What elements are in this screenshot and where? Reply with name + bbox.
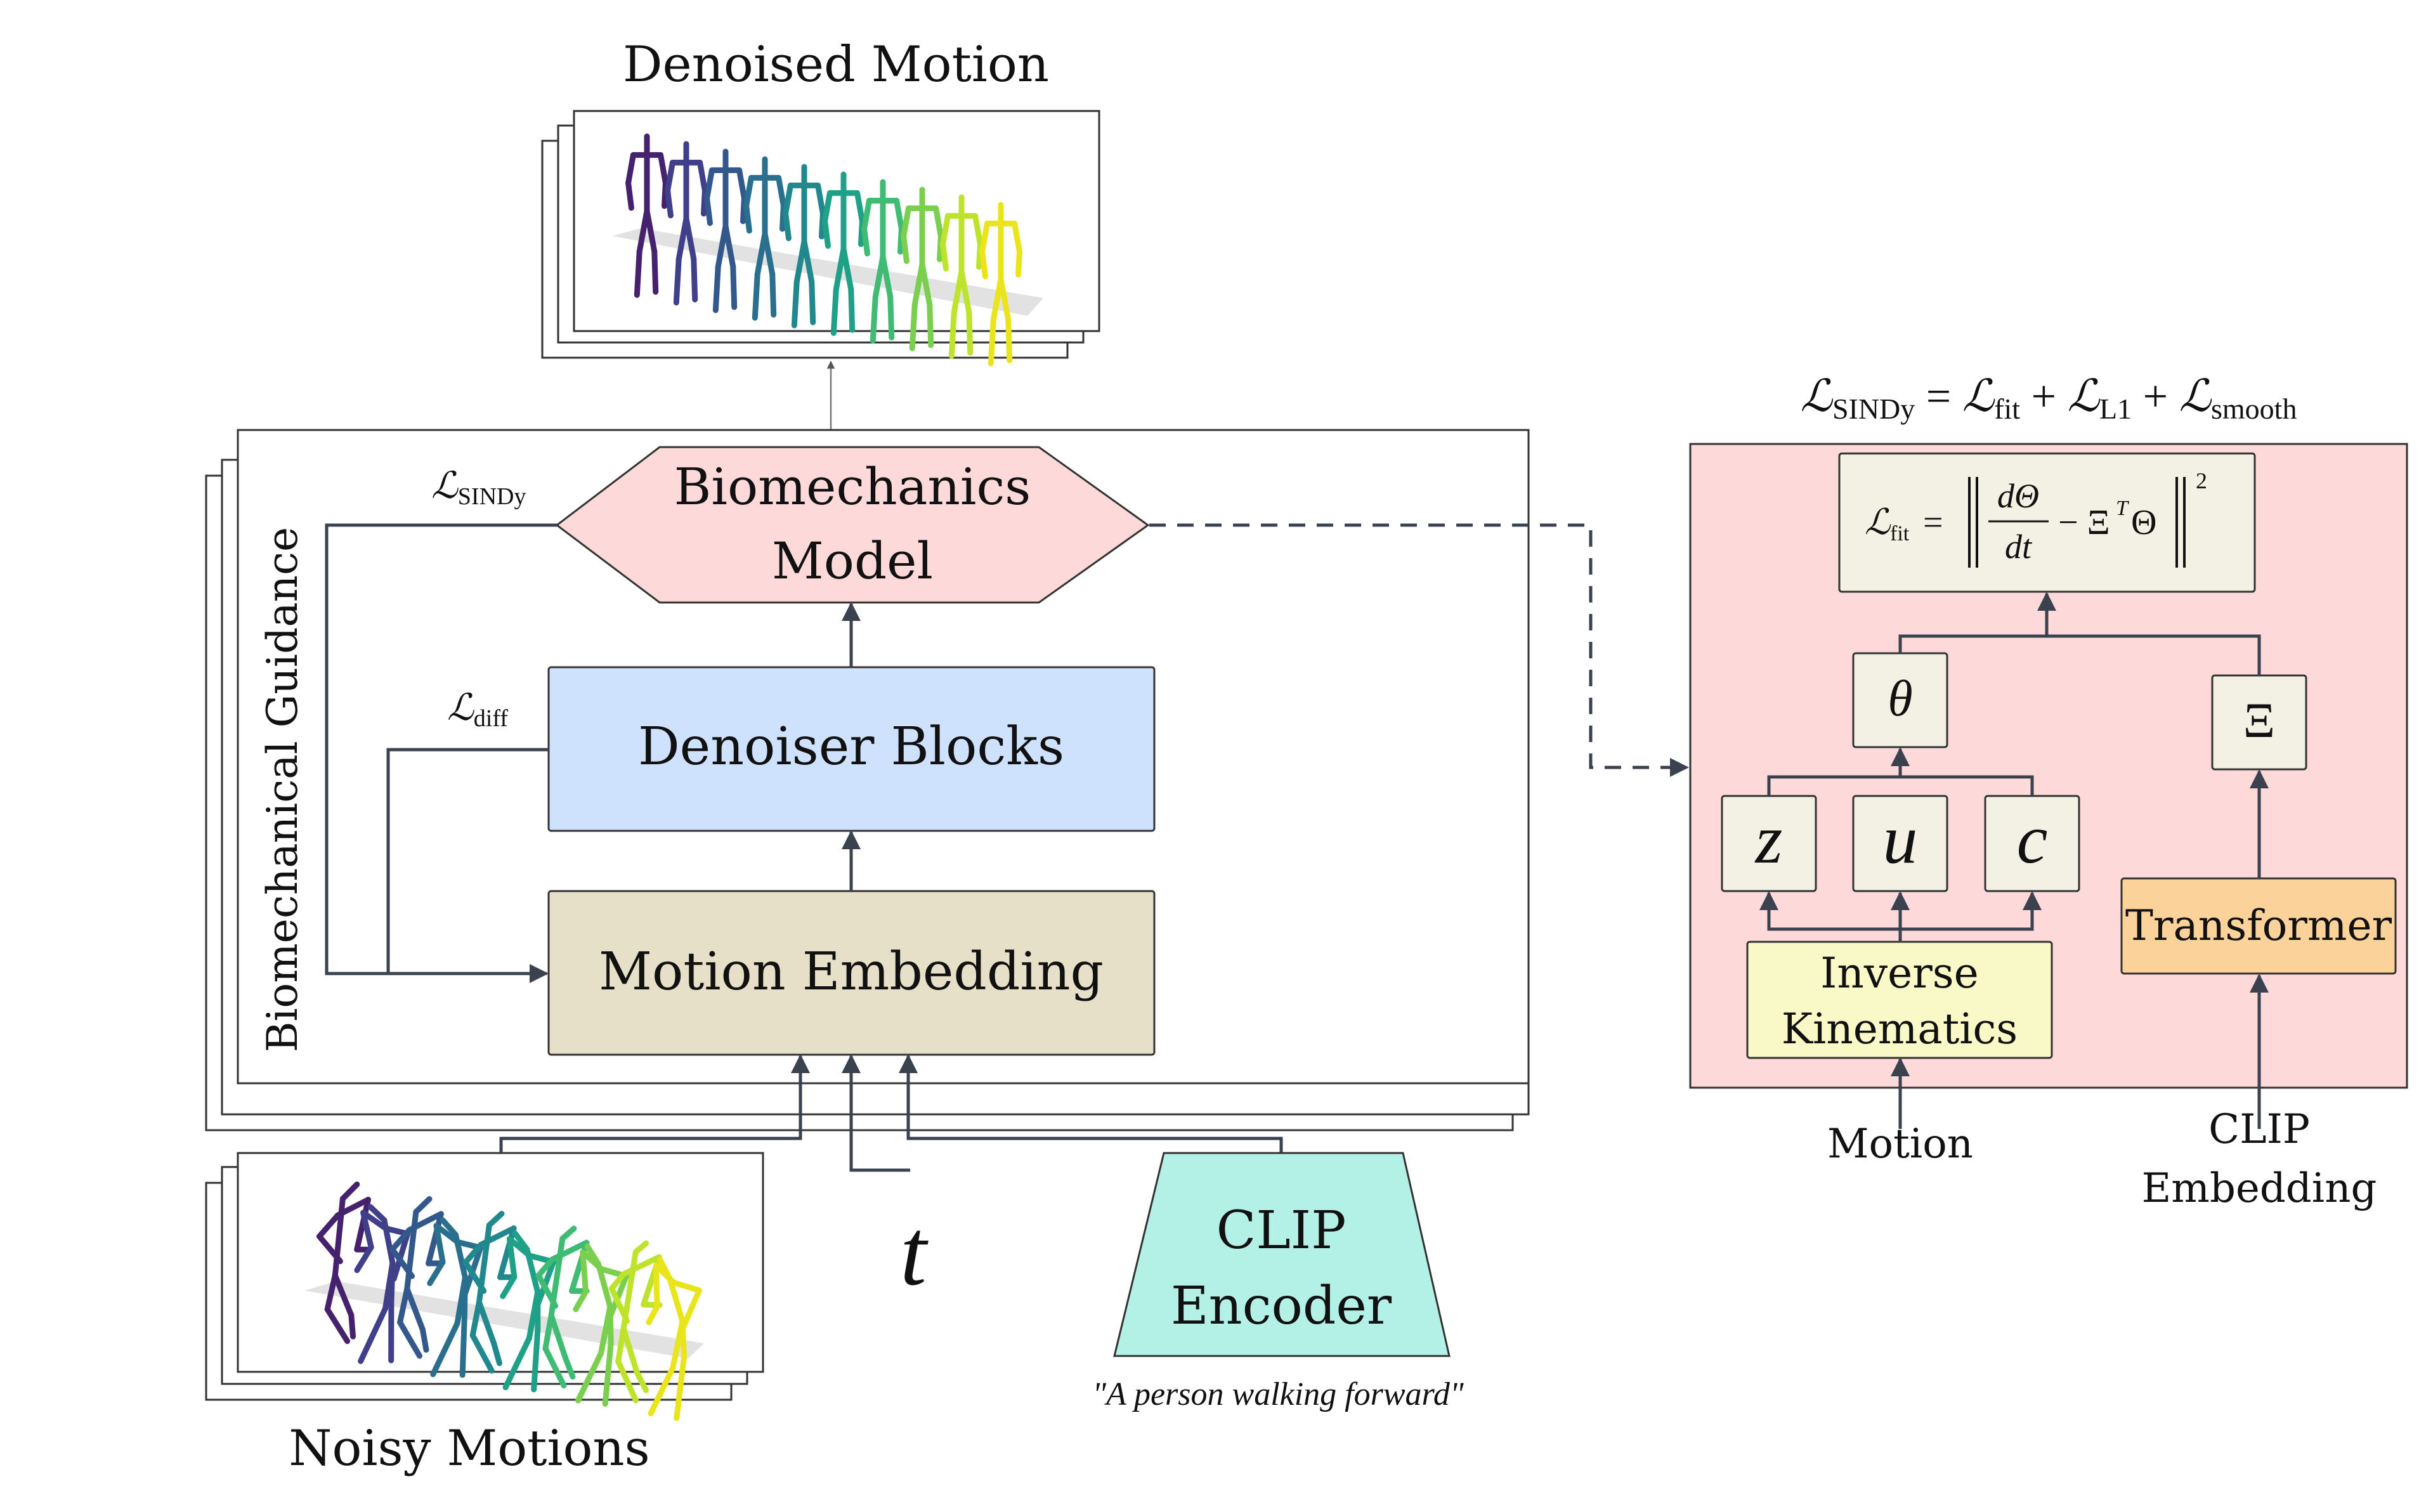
xi-symbol: Ξ — [2243, 693, 2275, 748]
clip-embedding-input-line1: CLIP — [2208, 1106, 2310, 1153]
stick-figure — [316, 1181, 372, 1345]
inverse-kinematics-line2: Kinematics — [1782, 1005, 2018, 1053]
c-symbol: c — [2017, 800, 2048, 878]
theta-symbol: θ — [1888, 671, 1912, 727]
timestep-symbol: t — [900, 1200, 929, 1305]
transformer-label: Transformer — [2125, 901, 2392, 950]
clip-encoder-node — [1113, 1152, 1451, 1357]
biomechanical-guidance-label: Biomechanical Guidance — [258, 527, 307, 1052]
svg-text:fit: fit — [1890, 522, 1910, 545]
diff-loss-feedback — [386, 748, 549, 974]
denoised-stick-figures — [625, 133, 1022, 367]
text-prompt: "A person walking forward" — [1092, 1376, 1464, 1412]
clip-encoder-line2: Encoder — [1171, 1276, 1392, 1336]
stick-figure — [901, 186, 944, 351]
sindy-loss-feedback — [325, 523, 557, 983]
stick-figure — [500, 1230, 557, 1393]
stick-figure — [704, 148, 747, 313]
svg-text:T: T — [2116, 497, 2129, 520]
sindy-loss-equation: ℒSINDy = ℒfit + ℒL1 + ℒsmooth — [1801, 372, 2297, 425]
motion-embedding-label: Motion Embedding — [599, 942, 1104, 1002]
noisy-stick-figures — [316, 1181, 702, 1421]
stick-figure — [535, 1225, 590, 1389]
biomechanics-model-line1: Biomechanics — [674, 457, 1031, 516]
denoised-motion-title: Denoised Motion — [623, 36, 1049, 93]
svg-text:dt: dt — [2005, 528, 2033, 566]
diff-loss-label: ℒdiff — [447, 687, 508, 732]
z-symbol: z — [1754, 800, 1783, 878]
stick-figure — [389, 1196, 444, 1359]
svg-text:=: = — [1923, 503, 1943, 542]
stick-figure — [979, 202, 1022, 367]
stick-figure — [940, 194, 983, 359]
biomechanics-model-node — [555, 446, 1150, 604]
noisy-motions-title: Noisy Motions — [289, 1420, 649, 1477]
sindy-loss-label: ℒSINDy — [431, 465, 526, 510]
stick-figure — [625, 133, 668, 298]
biomechanics-model-line2: Model — [772, 531, 933, 590]
clip-input-arrow — [899, 1054, 1283, 1153]
svg-text:dΘ: dΘ — [1997, 477, 2039, 515]
u-symbol: u — [1883, 800, 1918, 878]
stick-figure — [743, 156, 786, 321]
svg-text:− Ξ: − Ξ — [2058, 503, 2110, 542]
stick-figure — [354, 1204, 411, 1364]
clip-encoder-line1: CLIP — [1216, 1201, 1347, 1261]
noisy-input-arrow — [499, 1054, 810, 1153]
stick-figure — [646, 1256, 702, 1421]
stick-figure — [665, 141, 708, 306]
inverse-kinematics-line1: Inverse — [1820, 949, 1978, 998]
timestep-input-arrow — [842, 1054, 910, 1172]
stick-figure — [861, 179, 904, 344]
svg-text:ℒ: ℒ — [1865, 503, 1891, 542]
stick-figure — [462, 1211, 517, 1374]
fit-loss-formula: ℒ fit = dΘ dt − Ξ T Θ 2 — [1865, 468, 2207, 568]
motion-input-label: Motion — [1827, 1121, 1973, 1168]
svg-text:2: 2 — [2196, 468, 2207, 493]
denoiser-blocks-label: Denoiser Blocks — [638, 717, 1064, 777]
denoised-motion-stack — [541, 110, 1100, 367]
biomech-detail-connector — [1149, 523, 1689, 777]
right-panel-edges — [1759, 592, 2269, 1129]
clip-embedding-input-line2: Embedding — [2142, 1165, 2377, 1212]
noisy-motion-stack — [205, 1152, 764, 1421]
stick-figure — [822, 171, 865, 336]
svg-text:Θ: Θ — [2131, 503, 2156, 542]
